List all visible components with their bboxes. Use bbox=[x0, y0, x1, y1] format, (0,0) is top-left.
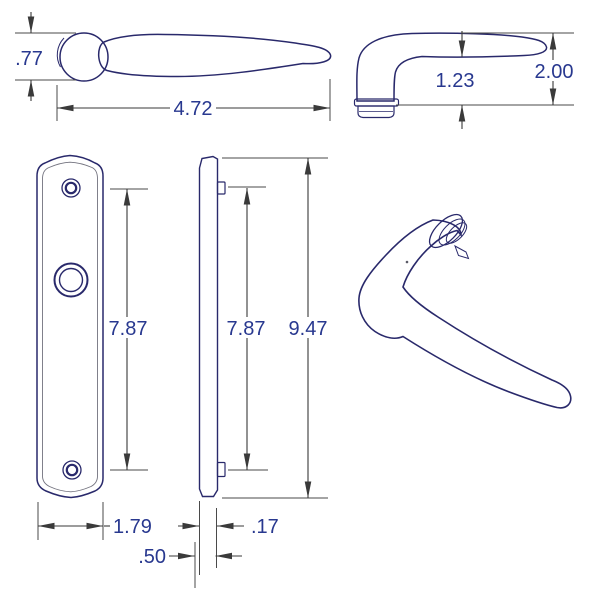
plate-front-view bbox=[36, 154, 104, 499]
plate-bottom-screw-hole-inner bbox=[65, 463, 79, 477]
lever-iso-body bbox=[358, 219, 572, 409]
plate-side-dimensions: 7.87 9.47 .17 .50 bbox=[138, 157, 331, 588]
lever-side-dimensions: .77 4.72 bbox=[15, 12, 331, 121]
label-backing bbox=[532, 60, 577, 81]
lever-end-dimensions: 1.23 2.00 bbox=[396, 31, 577, 129]
dim-overall-height-label: 9.47 bbox=[289, 318, 328, 340]
plate-side-body bbox=[198, 155, 219, 498]
lever-side-view bbox=[56, 32, 332, 82]
label-backing bbox=[286, 317, 331, 338]
plate-front-bevel bbox=[42, 161, 98, 493]
lever-neck-end bbox=[59, 32, 109, 82]
dim-plate-depth-label: .50 bbox=[138, 546, 166, 568]
label-backing bbox=[224, 317, 268, 338]
plate-front-dimensions: 7.87 1.79 bbox=[37, 188, 152, 540]
collar-step-ring bbox=[438, 218, 466, 246]
lever-neck-flange-arc bbox=[56, 37, 65, 68]
label-backing bbox=[170, 97, 216, 118]
plate-bottom-screw-hole bbox=[62, 460, 82, 480]
plate-spindle-hole-inner bbox=[58, 267, 84, 293]
plate-top-screw-hole-inner bbox=[64, 181, 78, 195]
dim-hole-spacing-front-label: 7.87 bbox=[109, 318, 148, 340]
plate-front-body bbox=[36, 154, 104, 499]
lever-collar-ring bbox=[353, 98, 400, 107]
lever-grip-profile bbox=[98, 33, 332, 78]
lever-end-body bbox=[356, 32, 548, 102]
plate-spindle-hole bbox=[53, 262, 89, 298]
dim-neck-clearance-label: 1.23 bbox=[436, 70, 475, 92]
plate-bottom-boss bbox=[216, 461, 226, 478]
neck-pin-hole bbox=[405, 260, 409, 264]
collar-top-face bbox=[445, 222, 468, 244]
dim-plate-width-label: 1.79 bbox=[113, 516, 152, 538]
plate-top-screw-hole bbox=[61, 178, 81, 198]
lever-end-view bbox=[353, 32, 548, 119]
label-backing bbox=[106, 317, 150, 338]
plate-top-boss bbox=[216, 181, 226, 195]
dim-plate-thickness-label: .17 bbox=[251, 516, 279, 538]
dim-projection-label: 2.00 bbox=[535, 61, 574, 83]
lever-iso-view bbox=[358, 213, 572, 409]
dim-lever-length-label: 4.72 bbox=[174, 98, 213, 120]
collar-notch bbox=[454, 244, 470, 260]
dim-hole-spacing-side-label: 7.87 bbox=[227, 318, 266, 340]
collar-base-ring bbox=[428, 213, 464, 249]
plate-side-view bbox=[198, 155, 226, 498]
dim-lever-height-label: .77 bbox=[15, 48, 43, 70]
lever-spindle-sleeve bbox=[357, 105, 395, 119]
